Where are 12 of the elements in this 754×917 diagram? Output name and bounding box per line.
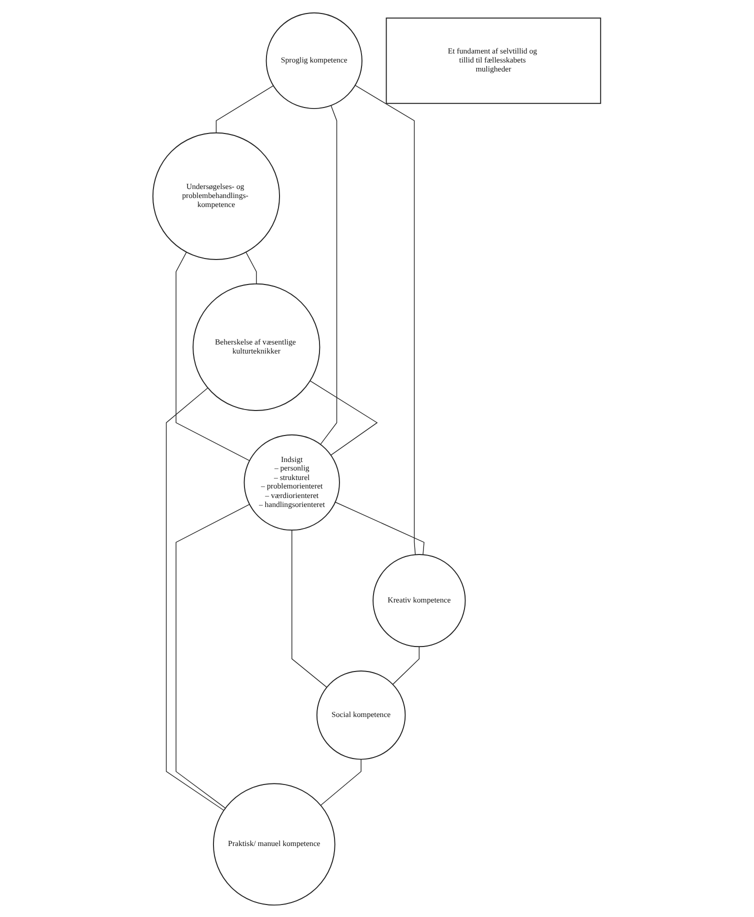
connector (310, 380, 378, 456)
connector (176, 504, 250, 808)
connector (216, 84, 274, 133)
connector (176, 251, 250, 461)
connector (292, 529, 328, 688)
connector (335, 501, 425, 554)
connector (166, 387, 224, 810)
connector (246, 251, 257, 284)
connector (392, 646, 420, 684)
connector (320, 104, 338, 444)
connector (320, 758, 362, 806)
connector (355, 84, 416, 554)
